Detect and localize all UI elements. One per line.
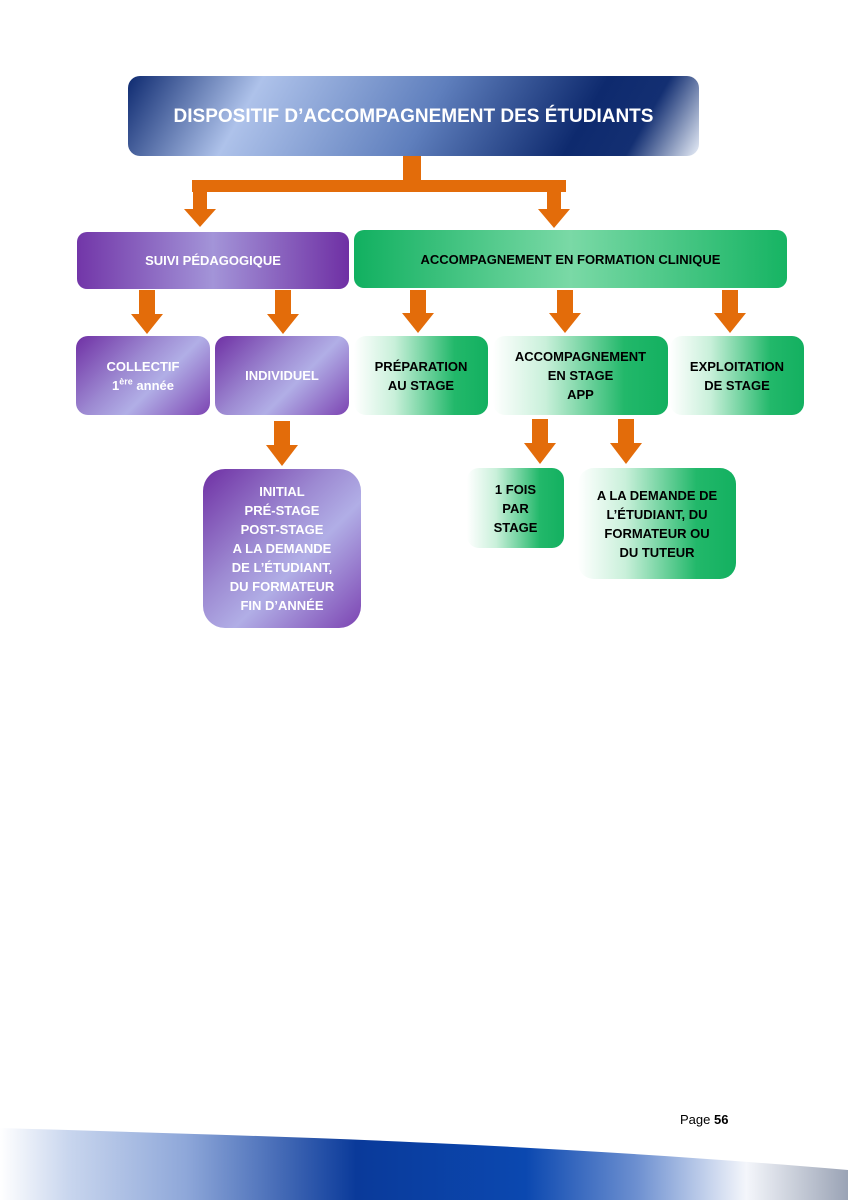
individuel-details-box: INITIAL PRÉ-STAGE POST-STAGE A LA DEMAND… — [203, 469, 361, 628]
diagram-title: DISPOSITIF D’ACCOMPAGNEMENT DES ÉTUDIANT… — [173, 105, 654, 127]
arrow-to-preparation — [402, 313, 434, 333]
arrow-to-accompagnement — [549, 313, 581, 333]
preparation-line: PRÉPARATION — [374, 359, 468, 374]
fois-line: PAR — [502, 501, 529, 516]
arrow-to-collectif — [131, 314, 163, 334]
page-label: Page — [680, 1112, 711, 1127]
fois-line: STAGE — [493, 520, 538, 535]
horizontal-connector — [192, 180, 566, 192]
suivi-pedagogique-box: SUIVI PÉDAGOGIQUE — [77, 232, 349, 289]
page-number-value: 56 — [714, 1112, 729, 1127]
demande-line: FORMATEUR OU — [604, 526, 710, 541]
preparation-box: PRÉPARATION AU STAGE — [354, 336, 488, 415]
arrow-to-fois — [524, 443, 556, 464]
accompagnement-line: APP — [567, 387, 594, 402]
collectif-label: COLLECTIF — [106, 358, 180, 374]
trunk-connector — [403, 156, 421, 184]
detail-line: DE L’ÉTUDIANT, — [231, 560, 333, 575]
exploitation-line: EXPLOITATION — [689, 359, 785, 374]
exploitation-box: EXPLOITATION DE STAGE — [670, 336, 804, 415]
arrow-to-individuel — [267, 314, 299, 334]
arrow-to-demande — [610, 443, 642, 464]
detail-line: A LA DEMANDE — [232, 541, 332, 556]
collectif-year: 1ère année — [112, 376, 174, 393]
demande-line: L’ÉTUDIANT, DU — [606, 507, 708, 522]
arrow-to-formation — [538, 209, 570, 228]
arrow-to-exploitation — [714, 313, 746, 333]
accompagnement-stage-box: ACCOMPAGNEMENT EN STAGE APP — [493, 336, 668, 415]
preparation-line: AU STAGE — [387, 378, 455, 393]
detail-line: PRÉ-STAGE — [244, 503, 320, 518]
fois-line: 1 FOIS — [494, 482, 537, 497]
exploitation-line: DE STAGE — [704, 378, 770, 393]
detail-line: POST-STAGE — [240, 522, 324, 537]
footer-wave-decoration — [0, 1128, 848, 1200]
collectif-box: COLLECTIF 1ère année — [76, 336, 210, 415]
arrow-to-initial — [266, 445, 298, 466]
detail-line: INITIAL — [259, 484, 305, 499]
detail-line: DU FORMATEUR — [229, 579, 335, 594]
une-fois-box: 1 FOIS PAR STAGE — [467, 468, 564, 548]
accompagnement-line: ACCOMPAGNEMENT — [514, 349, 647, 364]
demande-line: DU TUTEUR — [619, 545, 695, 560]
demande-line: A LA DEMANDE DE — [596, 488, 718, 503]
diagram-title-box: DISPOSITIF D’ACCOMPAGNEMENT DES ÉTUDIANT… — [128, 76, 699, 156]
a-la-demande-box: A LA DEMANDE DE L’ÉTUDIANT, DU FORMATEUR… — [578, 468, 736, 579]
page-number: Page 56 — [680, 1112, 780, 1127]
detail-line: FIN D’ANNÉE — [240, 598, 324, 613]
formation-clinique-box: ACCOMPAGNEMENT EN FORMATION CLINIQUE — [354, 230, 787, 288]
accompagnement-line: EN STAGE — [547, 368, 614, 383]
individuel-box: INDIVIDUEL — [215, 336, 349, 415]
suivi-label: SUIVI PÉDAGOGIQUE — [145, 253, 281, 268]
individuel-label: INDIVIDUEL — [245, 368, 319, 383]
arrow-to-suivi — [184, 209, 216, 227]
formation-label: ACCOMPAGNEMENT EN FORMATION CLINIQUE — [420, 251, 721, 267]
